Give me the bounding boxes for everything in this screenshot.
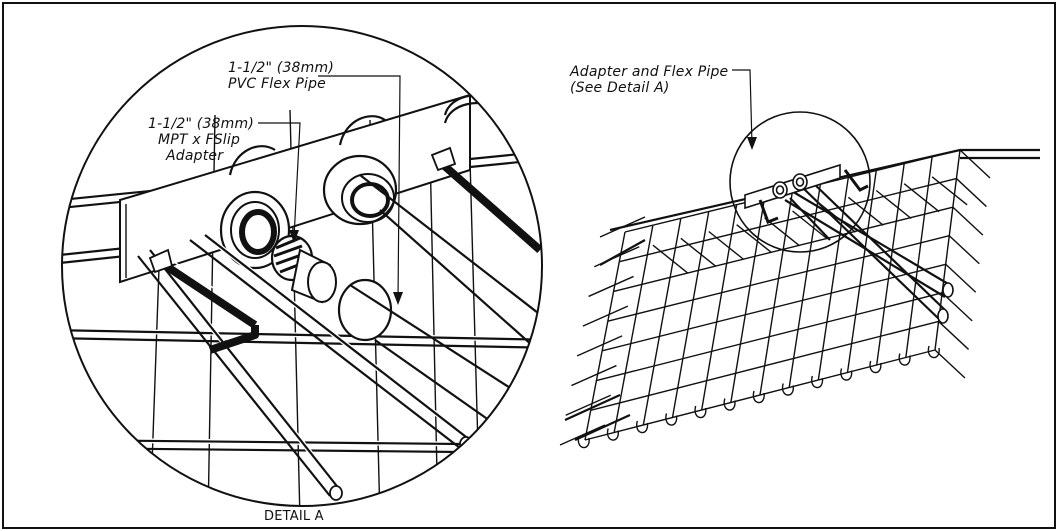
basket-bottom-loop	[811, 375, 824, 389]
basket-cross-stub	[736, 224, 773, 254]
basket-vertical-wire	[613, 225, 654, 433]
adapter-label-line1: Adapter and Flex Pipe	[570, 64, 729, 80]
basket-bottom-loop	[694, 405, 707, 419]
basket-front-stub	[588, 275, 634, 298]
detail-callout-circle	[729, 111, 871, 253]
threaded-rod-right	[430, 146, 542, 254]
pvc-label-line1: 1-1/2" (38mm)	[228, 60, 334, 76]
mpt-label-line2: MPT x FSlip	[158, 132, 241, 148]
basket-bottom-loop	[781, 383, 794, 396]
basket-bottom-loop	[665, 413, 678, 426]
detail-a-view	[62, 93, 542, 506]
basket-right-stub	[959, 149, 991, 179]
threaded-rod-left	[148, 248, 263, 354]
basket-horizontal-wire	[613, 206, 954, 293]
basket-cross-stub	[903, 183, 940, 213]
basket-vertical-wire	[642, 218, 682, 426]
basket-horizontal-wire	[590, 320, 939, 411]
basket-vertical-wire	[905, 156, 933, 358]
basket-cross-stub	[875, 189, 912, 220]
mpt-fslip-adapter	[270, 234, 337, 304]
basket-vertical-wire	[671, 211, 710, 418]
basket-right-stub	[934, 349, 966, 379]
basket-front-stub	[559, 424, 606, 446]
basket-cross-stub	[847, 196, 884, 226]
basket-right-stub	[955, 178, 987, 208]
basket-bottom-loop	[636, 420, 649, 434]
basket-horizontal-wire	[596, 292, 943, 382]
basket-vertical-wire	[846, 170, 877, 373]
basket-horizontal-wire	[584, 349, 936, 441]
basket-right-stub	[938, 320, 970, 350]
basket-front-stub	[576, 335, 623, 357]
basket-horizontal-wire	[619, 177, 957, 263]
basket-vertical-wire	[700, 204, 738, 411]
basket-cross-stub	[792, 210, 828, 240]
basket-front-stub	[565, 394, 611, 416]
basket-cross-stub	[931, 176, 968, 206]
overall-wire-basket-view	[559, 111, 1040, 449]
basket-bottom-loop	[927, 345, 940, 359]
basket-bottom-loop	[752, 390, 765, 404]
adapter-label-line2: (See Detail A)	[570, 80, 670, 96]
mpt-label-line3: Adapter	[166, 148, 224, 164]
detail-a-circle	[61, 25, 543, 507]
mpt-label-line1: 1-1/2" (38mm)	[148, 116, 254, 132]
basket-front-stub	[571, 364, 617, 387]
basket-cross-stub	[680, 237, 717, 267]
basket-bottom-loop	[606, 428, 619, 441]
basket-right-stub	[945, 263, 977, 293]
basket-bottom-loop	[723, 398, 736, 411]
basket-horizontal-wire	[601, 263, 946, 352]
basket-vertical-wire	[730, 197, 766, 403]
outlet-fitting-right	[322, 154, 398, 226]
pvc-label-line2: PVC Flex Pipe	[228, 76, 326, 92]
basket-bottom-loop	[898, 353, 911, 366]
basket-vertical-wire	[759, 190, 794, 396]
adapter-leader	[732, 69, 753, 146]
detail-caption: DETAIL A	[264, 509, 324, 524]
basket-right-stub	[952, 206, 984, 236]
basket-bottom-loop	[869, 360, 882, 374]
basket-right-stub	[948, 235, 980, 265]
basket-front-stub	[599, 216, 646, 238]
basket-cross-stub	[652, 244, 689, 274]
basket-bottom-loop	[840, 368, 853, 381]
basket-front-stub	[582, 305, 629, 327]
pvc-leader	[318, 75, 401, 301]
basket-vertical-wire	[584, 231, 626, 441]
basket-cross-stub	[708, 230, 745, 261]
mpt-leader	[258, 122, 301, 239]
